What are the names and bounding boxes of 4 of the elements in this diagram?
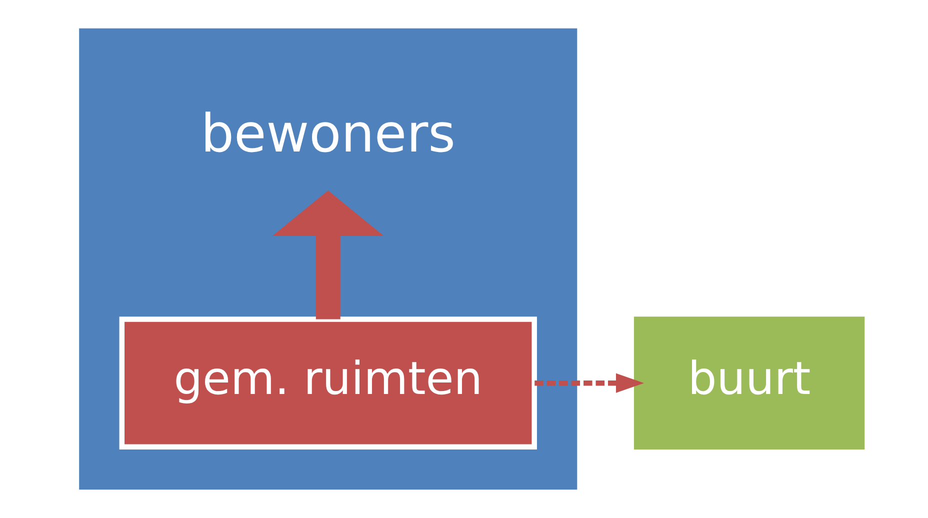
arrow — [272, 190, 384, 320]
arrow — [534, 373, 644, 393]
node-box: gem. ruimten — [119, 316, 537, 450]
node-box: buurt — [634, 316, 865, 450]
